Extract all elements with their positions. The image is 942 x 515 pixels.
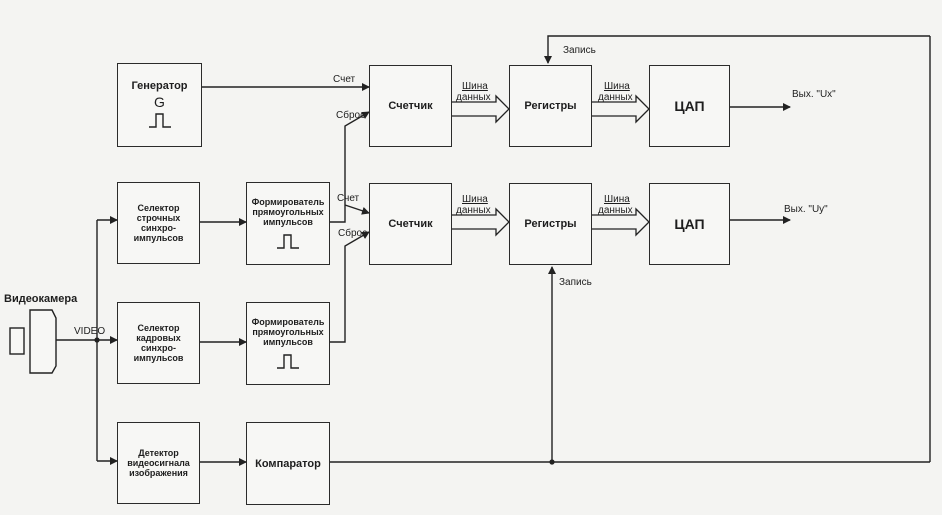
frame-selector-text-2: кадровых [136, 333, 181, 343]
shaper2-text-3: импульсов [263, 336, 313, 347]
line-selector-text-4: импульсов [133, 233, 184, 243]
bus-label-1a: Шина [462, 81, 488, 92]
counter2-title: Счетчик [388, 218, 433, 230]
shaper-block-2: Формирователь прямоугольных импульсов [246, 302, 330, 385]
shaper1-text-1: Формирователь [251, 196, 325, 207]
bus-label-3b: данных [456, 205, 491, 216]
video-label: VIDEO [74, 326, 106, 337]
registers2-title: Регистры [524, 218, 577, 230]
comparator-title: Компаратор [255, 457, 321, 470]
dac-block-1: ЦАП [649, 65, 730, 147]
junction-write [549, 459, 555, 465]
camera-label: Видеокамера [4, 293, 78, 305]
comparator-block: Компаратор [246, 422, 330, 505]
registers1-title: Регистры [524, 100, 577, 112]
counter-block-2: Счетчик [369, 183, 452, 265]
registers-block-1: Регистры [509, 65, 592, 147]
shaper1-text-3: импульсов [263, 216, 313, 227]
output-y-label: Вых. "Uy" [784, 204, 828, 215]
detector-text-2: видеосигнала [127, 458, 190, 468]
junction-video [94, 337, 100, 343]
line-selector-block: Селектор строчных синхро- импульсов [117, 182, 200, 264]
generator-symbol: G [154, 94, 165, 110]
frame-selector-text-4: импульсов [133, 353, 184, 363]
line-selector-text-2: строчных [136, 213, 181, 223]
bus-label-3a: Шина [462, 194, 488, 205]
counter1-title: Счетчик [388, 100, 433, 112]
detector-text-3: изображения [129, 468, 188, 478]
counter-block-1: Счетчик [369, 65, 452, 147]
detector-text-1: Детектор [138, 448, 179, 458]
line-selector-text-1: Селектор [137, 203, 180, 213]
frame-selector-text-3: синхро- [141, 343, 176, 353]
generator-block: Генератор G [117, 63, 202, 147]
registers-block-2: Регистры [509, 183, 592, 265]
bus-label-2a: Шина [604, 81, 630, 92]
pulse-icon [277, 233, 299, 249]
shaper-block-1: Формирователь прямоугольных импульсов [246, 182, 330, 265]
shaper1-text-2: прямоугольных [252, 206, 324, 217]
write-label-2: Запись [559, 277, 592, 288]
bus-label-1b: данных [456, 92, 491, 103]
wire-shaper1-count2 [344, 204, 370, 215]
detector-block: Детектор видеосигнала изображения [117, 422, 200, 504]
dac1-title: ЦАП [674, 98, 705, 114]
wire-shaper2-reset2 [330, 231, 370, 343]
bus-label-4b: данных [598, 205, 633, 216]
reset-label-2: Сброс [338, 228, 368, 239]
count-label-1: Счет [333, 74, 356, 85]
dac2-title: ЦАП [674, 216, 705, 232]
wire-write-reg1 [544, 35, 930, 64]
pulse-icon [148, 113, 171, 128]
wire-shaper1-out [330, 111, 370, 223]
frame-selector-block: Селектор кадровых синхро- импульсов [117, 302, 200, 384]
camera-icon [9, 309, 57, 374]
bus-label-4a: Шина [604, 194, 630, 205]
generator-title: Генератор [131, 80, 188, 92]
reset-label-1: Сброс [336, 110, 366, 121]
frame-selector-text-1: Селектор [137, 323, 180, 333]
shaper2-text-1: Формирователь [251, 316, 325, 327]
bus-label-2b: данных [598, 92, 633, 103]
pulse-icon [277, 353, 299, 369]
shaper2-text-2: прямоугольных [252, 326, 324, 337]
write-label-1: Запись [563, 45, 596, 56]
dac-block-2: ЦАП [649, 183, 730, 265]
line-selector-text-3: синхро- [141, 223, 176, 233]
output-x-label: Вых. "Ux" [792, 89, 836, 100]
count-label-2: Счет [337, 193, 360, 204]
